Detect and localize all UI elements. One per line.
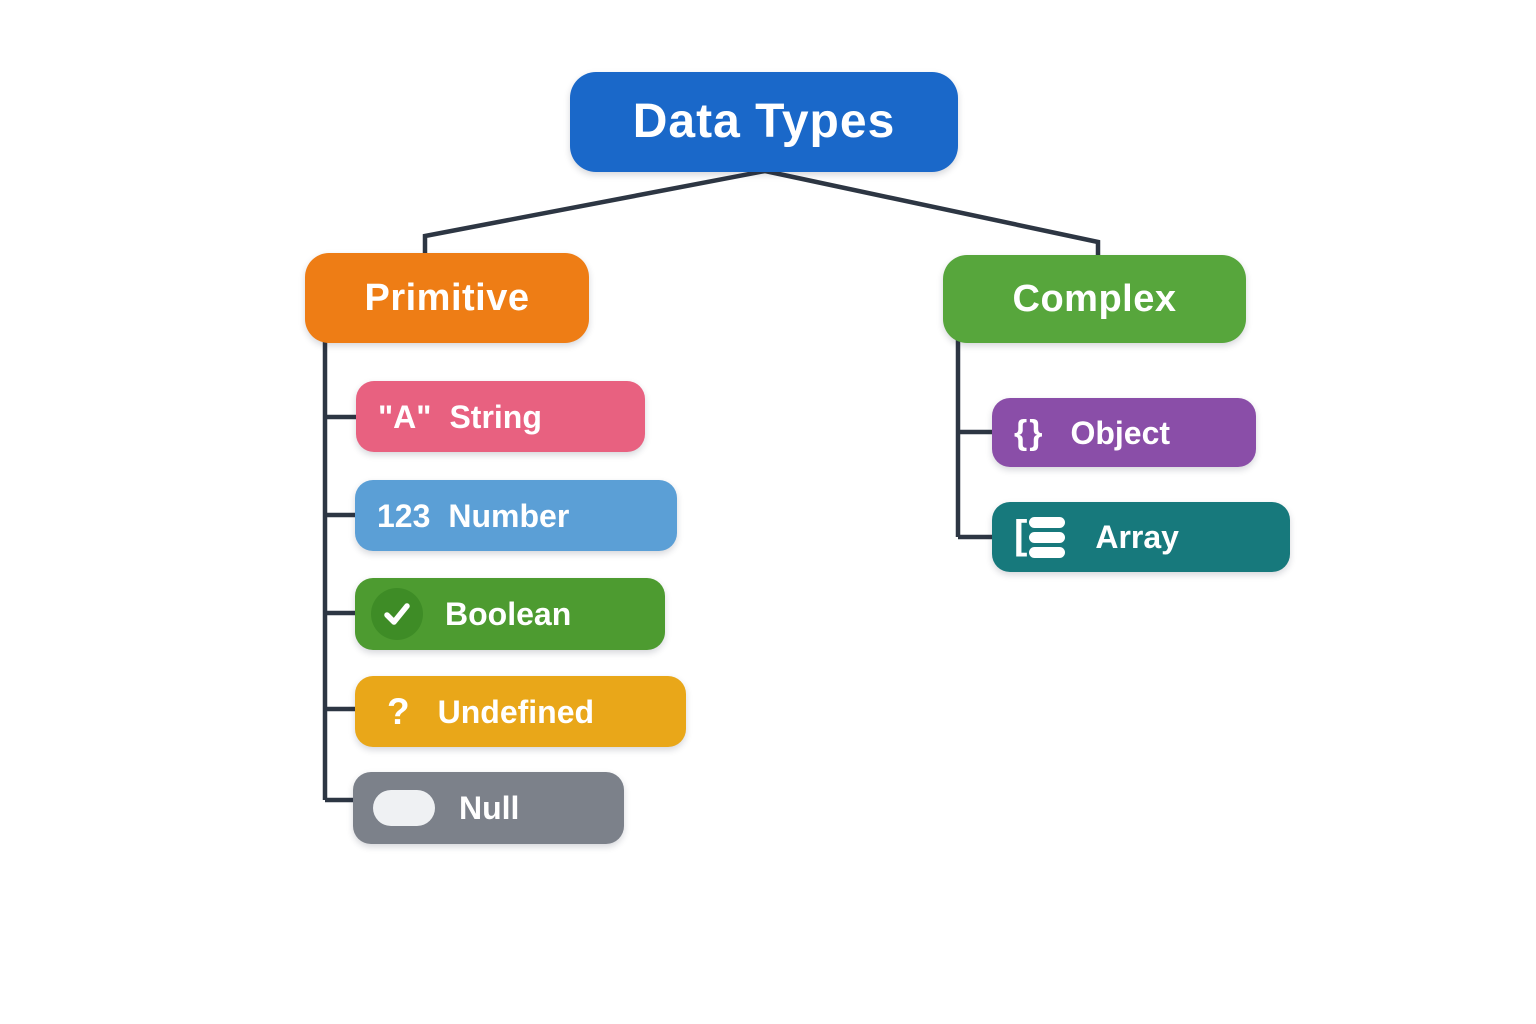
node-array: [ Array xyxy=(992,502,1290,572)
empty-pill-icon xyxy=(373,790,435,826)
checkmark-icon xyxy=(371,588,423,640)
node-label: Complex xyxy=(1012,278,1177,320)
node-label: Undefined xyxy=(437,693,595,730)
question-mark-icon: ? xyxy=(387,691,410,732)
quoted-a-icon: "A" xyxy=(378,398,432,435)
node-primitive: Primitive xyxy=(305,253,589,343)
node-string: "A" String xyxy=(356,381,645,452)
node-object: {} Object xyxy=(992,398,1256,467)
bracket-list-icon: [ xyxy=(1014,515,1066,558)
node-undefined: ? Undefined xyxy=(355,676,686,747)
node-number: 123 Number xyxy=(355,480,677,551)
node-label: Data Types xyxy=(632,95,896,148)
node-label: Boolean xyxy=(445,596,572,632)
node-data-types: Data Types xyxy=(570,72,958,172)
node-label: String xyxy=(449,398,542,435)
node-label: Number xyxy=(448,497,570,534)
node-boolean: Boolean xyxy=(355,578,665,650)
node-label: Primitive xyxy=(364,277,530,319)
node-label: Object xyxy=(1070,414,1171,451)
node-null: Null xyxy=(353,772,624,844)
digits-123-icon: 123 xyxy=(377,497,431,534)
node-label: Null xyxy=(459,790,520,826)
node-label: Array xyxy=(1095,519,1179,555)
node-complex: Complex xyxy=(943,255,1246,343)
curly-braces-icon: {} xyxy=(1014,413,1045,452)
